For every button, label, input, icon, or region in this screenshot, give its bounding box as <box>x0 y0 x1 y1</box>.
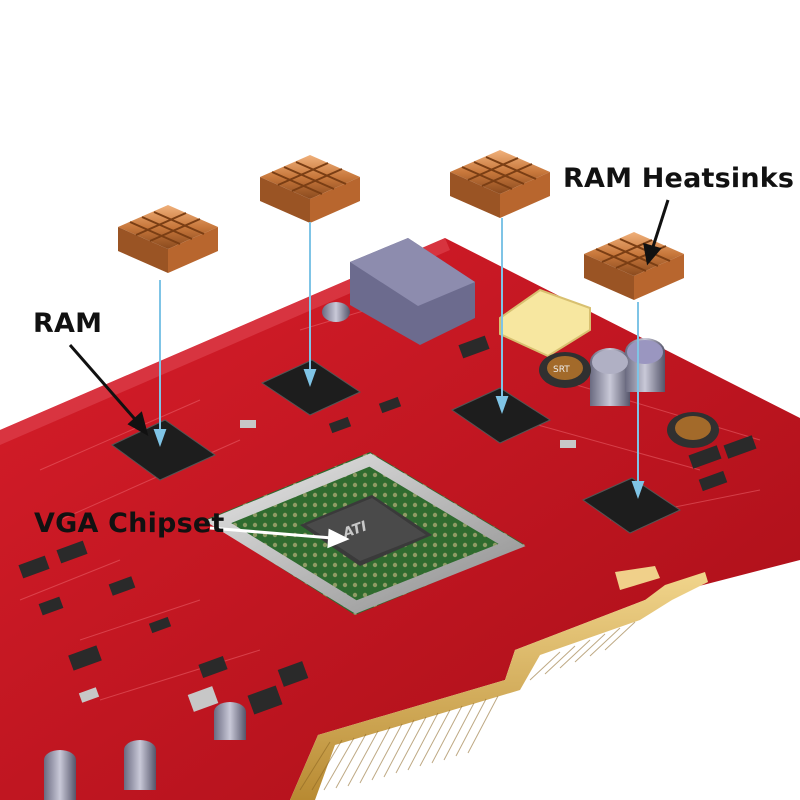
fan-connector <box>499 288 591 358</box>
vga-arrow <box>209 526 350 549</box>
heatsink-pointer-lines <box>153 218 645 499</box>
gold-edge-connector <box>290 566 708 800</box>
inductors: SRT <box>539 352 719 448</box>
gpu-chip-icon: ATI <box>204 452 526 615</box>
memory-chip-icon <box>111 359 682 534</box>
ram-label: RAM <box>33 308 103 339</box>
ram-heatsinks-label: RAM Heatsinks <box>563 163 795 194</box>
power-connector <box>350 238 475 345</box>
inductor-marking: SRT <box>553 365 570 375</box>
label-arrows <box>68 199 670 437</box>
copper-heatsink-icon <box>118 150 684 300</box>
vga-chipset-label: VGA Chipset <box>34 508 225 539</box>
capacitors <box>44 302 665 800</box>
